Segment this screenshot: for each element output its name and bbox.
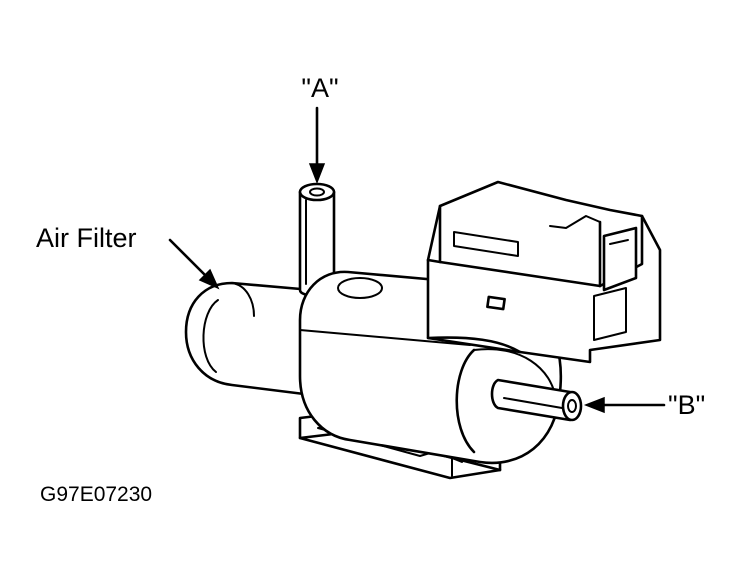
air-filter-housing [184,281,314,397]
figure-id-label: G97E07230 [40,483,152,506]
port-b-label: "B" [668,390,705,420]
arrow-to-air-filter [168,238,220,290]
electrical-connector [426,180,662,364]
callout-arrows [168,106,666,414]
arrow-to-port-b [583,396,666,414]
port-a-label: "A" [301,73,338,103]
air-filter-label: Air Filter [36,223,137,253]
port-b-tube [490,378,583,422]
arrow-to-port-a [308,106,326,185]
